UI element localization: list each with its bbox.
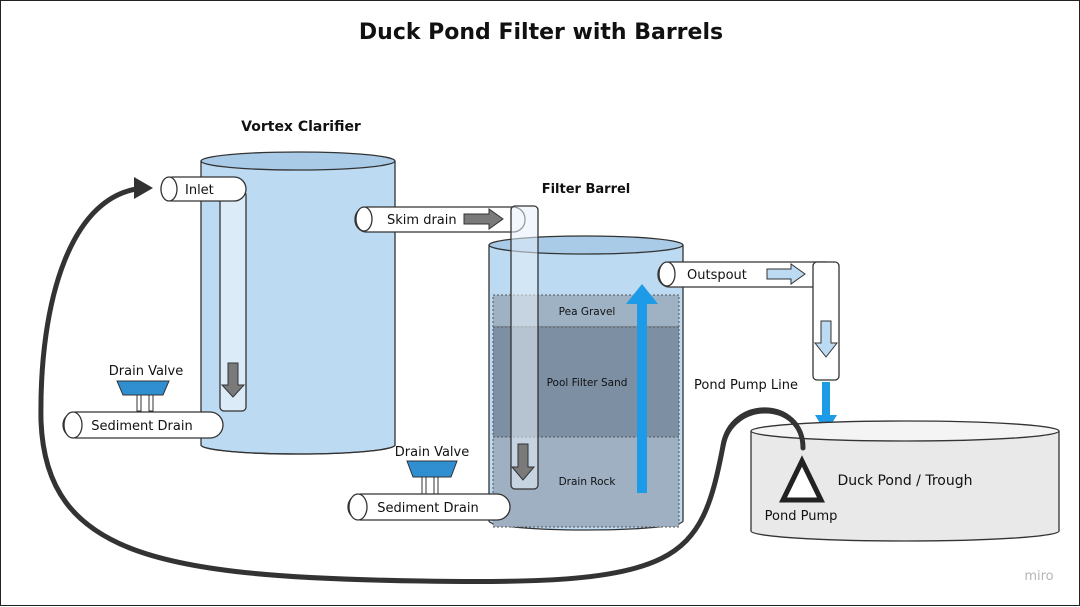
skim-drain-right-arrow-icon	[463, 208, 504, 230]
pool-filter-sand-label: Pool Filter Sand	[547, 377, 628, 389]
pond-inflow-arrow-icon	[815, 382, 837, 433]
outspout-label: Outspout	[687, 268, 747, 283]
miro-watermark: miro	[1024, 569, 1053, 584]
vortex-sediment-drain-label: Sediment Drain	[91, 419, 192, 434]
vortex-sediment-drain-pipe	[62, 411, 224, 439]
filter-barrel-label: Filter Barrel	[542, 182, 631, 197]
filter-sediment-drain-label: Sediment Drain	[377, 501, 478, 516]
return-arrow-head-icon	[134, 177, 153, 199]
filter-downpipe	[510, 205, 539, 490]
inlet-pipe	[160, 176, 247, 202]
filter-drain-valve-label: Drain Valve	[395, 445, 469, 460]
pond-pump-line-label: Pond Pump Line	[694, 378, 798, 393]
vortex-drain-valve-label: Drain Valve	[109, 364, 183, 379]
outspout-pipe	[657, 261, 839, 288]
pond-pump-icon	[779, 455, 825, 503]
vortex-clarifier-label: Vortex Clarifier	[241, 119, 361, 135]
inlet-label: Inlet	[185, 183, 214, 198]
filter-drain-valve-icon	[406, 460, 458, 478]
vortex-drain-valve-icon	[116, 380, 170, 396]
skim-drain-label: Skim drain	[387, 213, 457, 228]
filter-down-arrow-icon	[510, 443, 536, 481]
upflow-arrow-icon	[626, 284, 658, 493]
pond-pump-label: Pond Pump	[765, 509, 838, 524]
pea-gravel-label: Pea Gravel	[559, 306, 616, 318]
filter-sediment-drain-pipe	[347, 493, 511, 521]
drain-rock-label: Drain Rock	[559, 476, 617, 488]
outspout-down-arrow-icon	[813, 320, 839, 358]
skim-drain-pipe	[354, 206, 526, 233]
outspout-right-arrow-icon	[766, 263, 806, 285]
vortex-down-arrow-icon	[220, 362, 246, 398]
diagram-title: Duck Pond Filter with Barrels	[359, 20, 723, 45]
duck-pond-label: Duck Pond / Trough	[838, 473, 973, 489]
